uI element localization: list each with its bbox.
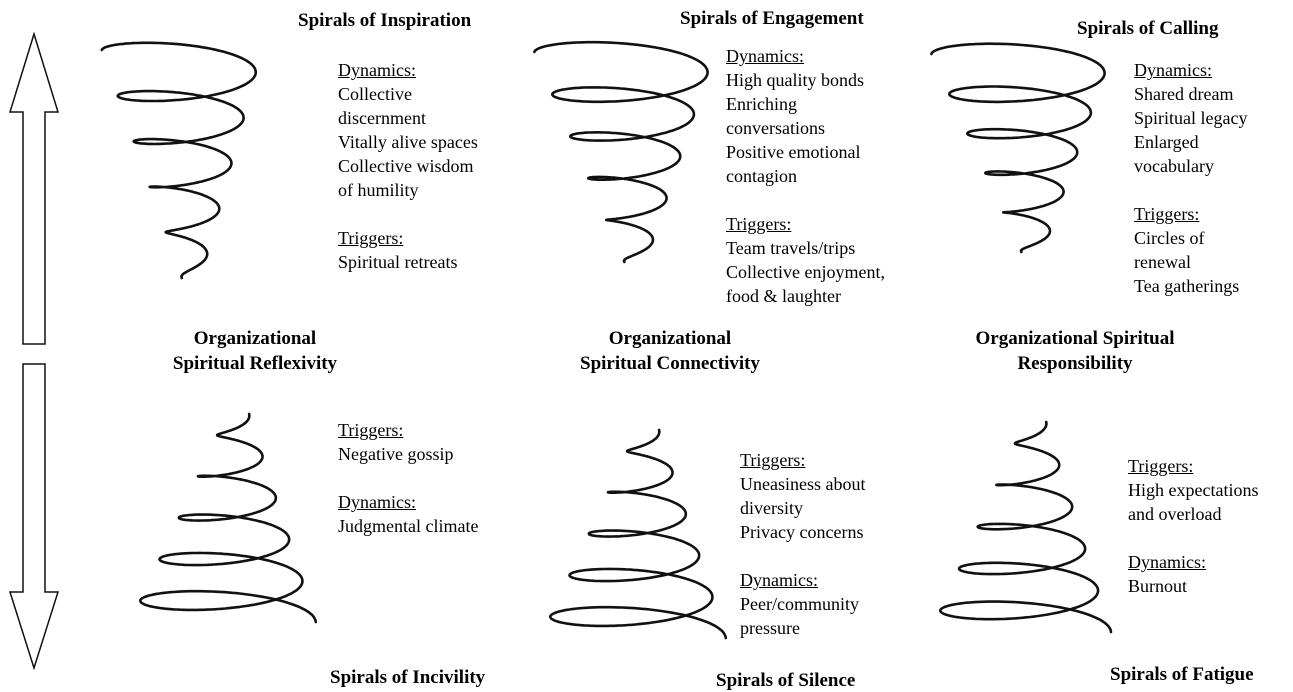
list-item: Collective enjoyment, — [726, 262, 885, 282]
label-line: Spiritual Connectivity — [580, 353, 760, 374]
spiral-silence — [549, 428, 728, 640]
upper-3-first-heading: Dynamics: — [1134, 60, 1212, 80]
upper-2-second-list: Team travels/trips Collective enjoyment,… — [726, 236, 885, 308]
upper-3-first-list: Shared dream Spiritual legacy Enlarged v… — [1134, 82, 1247, 178]
list-item: renewal — [1134, 252, 1191, 272]
spiral-fatigue — [939, 420, 1113, 634]
spiral-stroke — [939, 420, 1113, 634]
list-item: Vitally alive spaces — [338, 132, 478, 152]
lower-2-title: Spirals of Silence — [716, 670, 856, 691]
spiral-engagement — [533, 40, 709, 264]
list-item: Collective wisdom — [338, 156, 474, 176]
list-item: pressure — [740, 618, 800, 638]
lower-2-first-list: Uneasiness about diversity Privacy conce… — [740, 472, 865, 544]
lower-2-first-heading: Triggers: — [740, 450, 806, 470]
spiral-calling — [930, 42, 1106, 254]
label-line: Spiritual Reflexivity — [172, 353, 338, 374]
list-item: conversations — [726, 118, 825, 138]
list-item: Positive emotional — [726, 142, 861, 162]
spiral-incivility — [139, 412, 318, 624]
upper-2-first-heading: Dynamics: — [726, 46, 804, 66]
upper-3-text: Dynamics: Shared dream Spiritual legacy … — [1134, 58, 1247, 298]
list-item: Enlarged — [1134, 132, 1199, 152]
lower-3-second-heading: Dynamics: — [1128, 552, 1206, 572]
lower-2-text: Triggers: Uneasiness about diversity Pri… — [740, 448, 865, 640]
list-item: vocabulary — [1134, 156, 1214, 176]
upper-2-second-heading: Triggers: — [726, 214, 792, 234]
list-item: diversity — [740, 498, 803, 518]
upper-1-first-heading: Dynamics: — [338, 60, 416, 80]
list-item: Circles of — [1134, 228, 1205, 248]
lower-1-second-heading: Dynamics: — [338, 492, 416, 512]
lower-3-text: Triggers: High expectations and overload… — [1128, 454, 1258, 598]
spiral-stroke — [139, 412, 318, 624]
list-item: High expectations — [1128, 480, 1259, 500]
upper-3-title: Spirals of Calling — [1077, 18, 1219, 39]
lower-1-second-list: Judgmental climate — [338, 514, 478, 538]
lower-2-second-heading: Dynamics: — [740, 570, 818, 590]
upper-3-label: Organizational Spiritual Responsibility — [945, 326, 1205, 376]
upper-2-first-list: High quality bonds Enriching conversatio… — [726, 68, 885, 188]
lower-1-text: Triggers: Negative gossip Dynamics: Judg… — [338, 418, 478, 538]
list-item: Enriching — [726, 94, 797, 114]
spiral-stroke — [533, 40, 709, 264]
list-item: Peer/community — [740, 594, 859, 614]
spiral-inspiration — [100, 41, 257, 280]
down-arrow-icon — [8, 363, 60, 670]
label-line: Responsibility — [1017, 353, 1133, 374]
spiral-stroke — [930, 42, 1106, 254]
list-item: Shared dream — [1134, 84, 1234, 104]
list-item: High quality bonds — [726, 70, 864, 90]
list-item: Spiritual retreats — [338, 252, 458, 272]
upper-2-text: Dynamics: High quality bonds Enriching c… — [726, 44, 885, 308]
upper-2-label: Organizational Spiritual Connectivity — [560, 326, 780, 376]
list-item: and overload — [1128, 504, 1222, 524]
list-item: Uneasiness about — [740, 474, 866, 494]
up-arrow-icon — [8, 32, 60, 345]
list-item: food & laughter — [726, 286, 841, 306]
lower-1-first-list: Negative gossip — [338, 442, 478, 466]
upper-1-label: Organizational Spiritual Reflexivity — [150, 326, 360, 376]
list-item: contagion — [726, 166, 797, 186]
label-line: Organizational — [193, 328, 317, 349]
list-item: Judgmental climate — [338, 516, 479, 536]
label-line: Organizational — [608, 328, 732, 349]
upper-1-second-heading: Triggers: — [338, 228, 404, 248]
list-item: Burnout — [1128, 576, 1188, 596]
list-item: Spiritual legacy — [1134, 108, 1248, 128]
upper-1-second-list: Spiritual retreats — [338, 250, 478, 274]
upper-1-text: Dynamics: Collective discernment Vitally… — [338, 58, 478, 274]
list-item: Team travels/trips — [726, 238, 856, 258]
spiral-stroke — [100, 41, 257, 280]
upper-3-second-heading: Triggers: — [1134, 204, 1200, 224]
upper-1-title: Spirals of Inspiration — [298, 10, 472, 31]
list-item: Collective — [338, 84, 412, 104]
list-item: Tea gatherings — [1134, 276, 1240, 296]
spiral-stroke — [549, 428, 728, 640]
lower-1-first-heading: Triggers: — [338, 420, 404, 440]
list-item: Privacy concerns — [740, 522, 864, 542]
list-item: of humility — [338, 180, 419, 200]
upper-1-first-list: Collective discernment Vitally alive spa… — [338, 82, 478, 202]
upper-3-second-list: Circles of renewal Tea gatherings — [1134, 226, 1247, 298]
list-item: Negative gossip — [338, 444, 454, 464]
lower-1-title: Spirals of Incivility — [330, 667, 486, 688]
lower-2-second-list: Peer/community pressure — [740, 592, 865, 640]
lower-3-second-list: Burnout — [1128, 574, 1258, 598]
lower-3-title: Spirals of Fatigue — [1110, 664, 1254, 685]
label-line: Organizational Spiritual — [975, 328, 1175, 349]
lower-3-first-list: High expectations and overload — [1128, 478, 1258, 526]
list-item: discernment — [338, 108, 426, 128]
lower-3-first-heading: Triggers: — [1128, 456, 1194, 476]
upper-2-title: Spirals of Engagement — [680, 8, 864, 29]
